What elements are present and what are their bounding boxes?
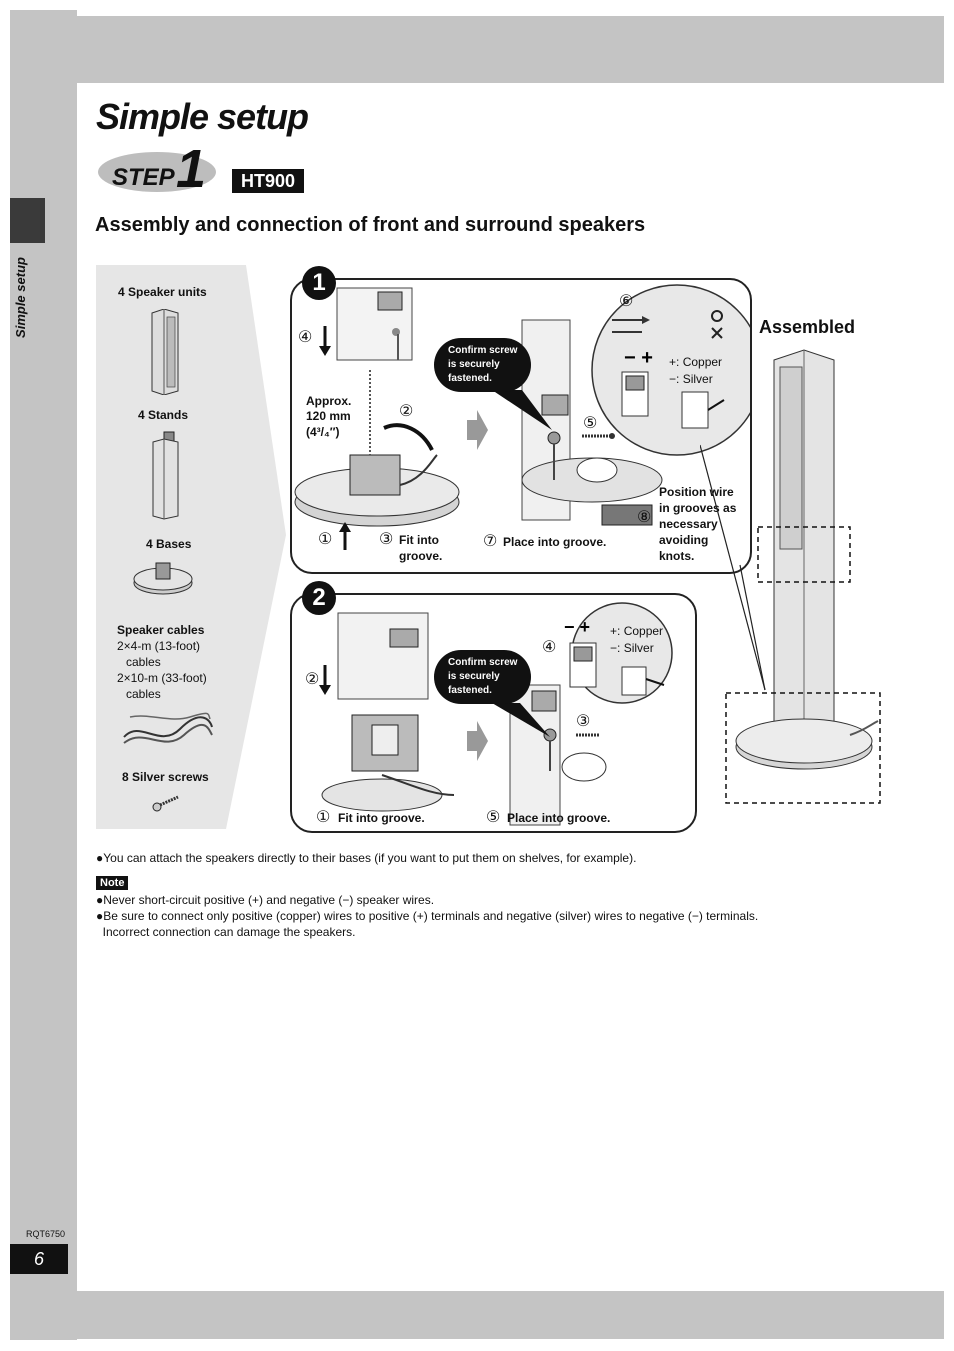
assembly-panel-1: 1 (290, 266, 752, 574)
step-4-marker: ④ (298, 329, 313, 346)
footer-band (10, 1291, 944, 1339)
note-item: Incorrect connection can damage the spea… (96, 925, 356, 939)
page-number: 6 (10, 1244, 68, 1274)
fit-line-2: groove. (399, 549, 443, 563)
copper-label: +: Copper (669, 355, 723, 369)
step-3-marker: ③ (379, 531, 394, 548)
section-tab-marker (10, 198, 45, 243)
confirm-line-3: fastened. (448, 685, 492, 696)
note-item: ●Be sure to connect only positive (coppe… (96, 909, 759, 923)
cables-title: Speaker cables (117, 623, 205, 637)
fit-into-groove-label: Fit into groove. (338, 811, 425, 825)
step-2-marker: ② (399, 403, 414, 420)
place-into-groove-label: Place into groove. (503, 535, 607, 549)
position-wire-line-3: necessary (659, 517, 718, 531)
position-wire-line-5: knots. (659, 549, 695, 563)
cable-illustration (123, 712, 213, 744)
assembled-speaker-illustration (700, 349, 881, 804)
panel-2-badge: 2 (302, 581, 336, 615)
step-4-marker: ④ (542, 639, 557, 656)
base-illustration (133, 562, 193, 595)
panel-1-badge: 1 (302, 266, 336, 300)
note-label: Note (96, 876, 129, 890)
position-wire-line-1: Position wire (659, 485, 734, 499)
svg-text:− +: − + (564, 617, 590, 637)
silver-label: −: Silver (669, 372, 713, 386)
step-5-marker: ⑤ (486, 809, 501, 826)
confirm-line-3: fastened. (448, 373, 492, 384)
step-1-marker: ① (316, 809, 331, 826)
approx-line-1: Approx. (306, 394, 352, 408)
notes-list: ●Never short-circuit positive (+) and ne… (96, 892, 758, 940)
fit-line-1: Fit into (399, 533, 439, 547)
parts-panel: 4 Speaker units 4 Stands 4 Bases Speaker… (96, 265, 286, 829)
step-2-marker: ② (305, 671, 320, 688)
note-item: ●Never short-circuit positive (+) and ne… (96, 893, 435, 907)
silver-label: −: Silver (610, 641, 654, 655)
screw-illustration (152, 795, 179, 812)
stands-label: 4 Stands (138, 408, 189, 422)
confirm-screw-bubble: Confirm screw is securely fastened. (434, 650, 532, 704)
side-label-wrap: Simple setup (10, 250, 55, 360)
side-section-label: Simple setup (12, 257, 28, 338)
copper-text: Copper (682, 355, 723, 369)
screws-label: 8 Silver screws (122, 770, 209, 784)
step-6-marker: ⑥ (619, 293, 634, 310)
parts-panel-background (96, 265, 286, 829)
position-wire-line-4: avoiding (659, 533, 709, 547)
confirm-line-2: is securely (448, 671, 500, 682)
cable-item-2-cont: cables (126, 687, 161, 701)
step-8-marker: ⑧ (637, 509, 652, 526)
step-7-marker: ⑦ (483, 533, 498, 550)
place-into-groove-label: Place into groove. (507, 811, 611, 825)
assembled-heading: Assembled (759, 317, 856, 337)
panel-1-illustration: − + (294, 284, 750, 550)
silver-text: Silver (623, 641, 654, 655)
approx-line-3: (4³/₄″) (306, 425, 340, 439)
confirm-line-1: Confirm screw (448, 657, 518, 668)
model-badge: HT900 (232, 169, 304, 193)
step-label: STEP (112, 164, 175, 191)
confirm-line-2: is securely (448, 359, 500, 370)
confirm-screw-bubble: Confirm screw is securely fastened. (434, 338, 532, 392)
bases-label: 4 Bases (146, 537, 192, 551)
page-title: Simple setup (96, 96, 309, 137)
approx-line-2: 120 mm (306, 409, 351, 423)
assembly-panel-2: 2 − + ② Confirm screw is securely fasten… (290, 581, 697, 833)
section-heading: Assembly and connection of front and sur… (95, 214, 646, 236)
step-marker: STEP 1 (98, 139, 228, 199)
header-band (10, 16, 944, 83)
step-number: 1 (176, 139, 207, 199)
panel-2-illustration: − + (319, 602, 673, 826)
stand-illustration (152, 431, 179, 520)
step-oval (98, 152, 216, 192)
bullet-item: ●You can attach the speakers directly to… (96, 851, 637, 865)
confirm-line-1: Confirm screw (448, 345, 518, 356)
step-3-marker: ③ (576, 713, 591, 730)
bullet-list: ●You can attach the speakers directly to… (96, 850, 636, 866)
step-1-marker: ① (318, 531, 333, 548)
silver-text: Silver (682, 372, 713, 386)
speaker-unit-illustration (151, 309, 179, 395)
cable-item-1: 2×4-m (13-foot) (117, 639, 201, 653)
speaker-units-label: 4 Speaker units (118, 285, 207, 299)
copper-text: Copper (623, 624, 664, 638)
cable-item-2: 2×10-m (33-foot) (117, 671, 207, 685)
svg-text:− +: − + (624, 347, 653, 369)
copper-label: +: Copper (610, 624, 664, 638)
step-5-marker: ⑤ (583, 415, 598, 432)
cable-item-1-cont: cables (126, 655, 161, 669)
document-code: RQT6750 (26, 1229, 66, 1239)
